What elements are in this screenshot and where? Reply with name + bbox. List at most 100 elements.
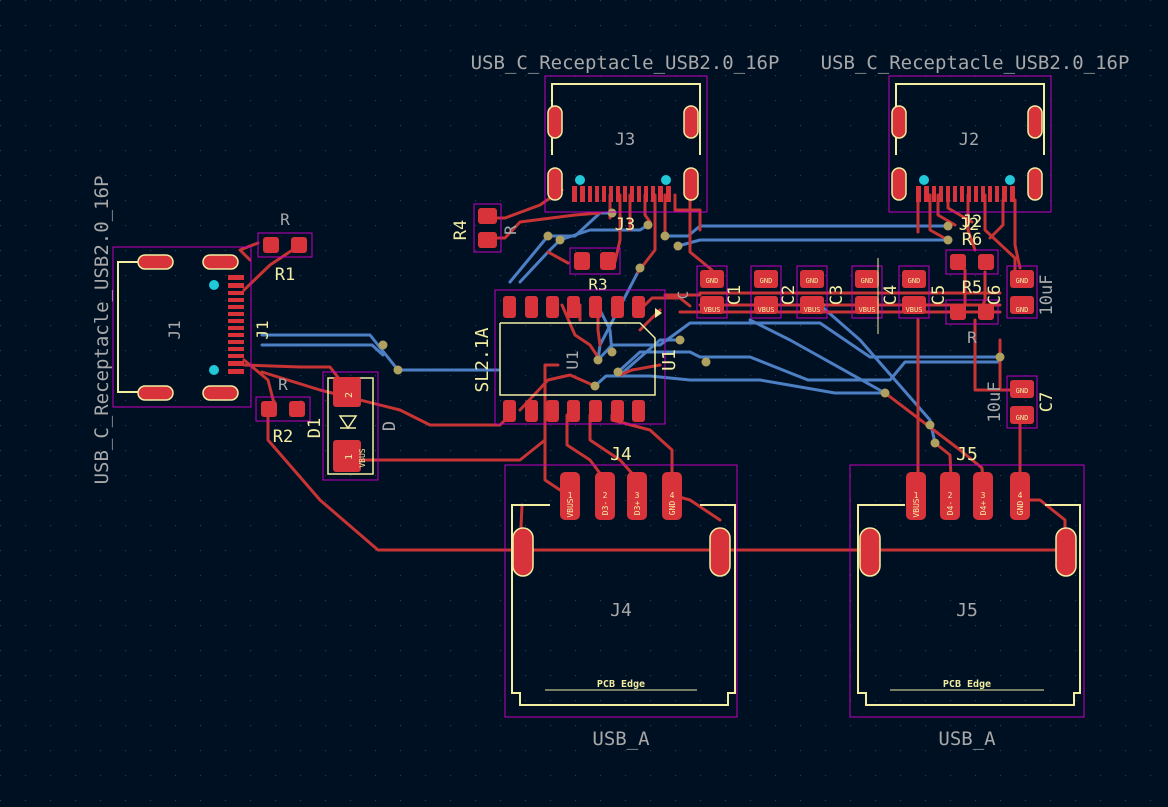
trace-front[interactable] [560, 303, 602, 362]
trace-front[interactable] [238, 241, 260, 262]
footprint-c4[interactable]: GND VBUS C4 [851, 258, 901, 334]
trace-front[interactable] [613, 193, 622, 264]
trace-back[interactable] [616, 350, 1002, 382]
contact-pads[interactable] [572, 186, 671, 202]
footprint-u1[interactable]: SL2.1A U1 U1 [472, 289, 680, 425]
via[interactable] [635, 263, 645, 273]
via[interactable] [543, 231, 553, 241]
courtyard [796, 265, 828, 319]
via[interactable] [995, 352, 1005, 362]
via[interactable] [378, 340, 388, 350]
footprint-j1[interactable]: J1 J1 USB_C_Receptacle_USB2.0_16P [91, 176, 272, 485]
shield-pad [547, 105, 563, 139]
trace-back[interactable] [748, 318, 887, 395]
trace-front[interactable] [546, 250, 570, 265]
footprint-r6[interactable]: R6 [945, 230, 999, 275]
pad [228, 319, 244, 323]
pad-vbus [906, 472, 926, 520]
footprint-r3[interactable]: R3 [569, 247, 621, 294]
trace-front[interactable] [636, 193, 657, 274]
courtyard [1006, 375, 1038, 429]
via[interactable] [593, 355, 603, 365]
footprint-c3[interactable]: GND VBUS C3 [796, 265, 847, 319]
footprint-r5[interactable]: R5 R [945, 278, 999, 347]
via[interactable] [660, 231, 670, 241]
via[interactable] [607, 208, 617, 218]
trace-front[interactable] [618, 363, 662, 377]
footprint-d1[interactable]: 2 1 VBUS D1 D [305, 371, 400, 481]
via[interactable] [643, 220, 653, 230]
trace-front[interactable] [242, 363, 342, 382]
footprint-j4[interactable]: PCB Edge 1 2 3 4 VBUS D3- D3+ GND J4 J4 … [504, 444, 738, 750]
footprint-j2[interactable]: J2 J2 USB_C_Receptacle_USB2.0_16P [821, 52, 1130, 235]
footprint-j3[interactable]: J3 J3 USB_C_Receptacle_USB2.0_16P [471, 52, 780, 235]
via[interactable] [701, 357, 711, 367]
shield-pad[interactable] [202, 385, 239, 401]
front-copper-traces[interactable] [238, 188, 1067, 552]
value-c1: C [676, 291, 692, 299]
footprint-c6[interactable]: GND GND C6 10uF [985, 265, 1057, 319]
pad [228, 283, 244, 288]
footprint-c7[interactable]: GND GND 10uF C7 [985, 375, 1057, 429]
trace-back[interactable] [598, 308, 614, 354]
shield-pad [891, 105, 907, 139]
via[interactable] [555, 235, 565, 245]
pad [228, 333, 244, 337]
pad [978, 304, 994, 320]
via[interactable] [943, 221, 953, 231]
via[interactable] [673, 241, 683, 251]
via[interactable] [925, 420, 935, 430]
contact-pads[interactable] [916, 186, 1015, 202]
trace-back[interactable] [593, 374, 887, 395]
shield-pad[interactable] [137, 254, 174, 270]
shield-pad[interactable] [202, 254, 239, 270]
trace-back[interactable] [663, 224, 950, 238]
trace-back[interactable] [558, 223, 650, 242]
via[interactable] [930, 438, 940, 448]
trace-front[interactable] [988, 198, 1005, 240]
silk-reference-c4: C4 [881, 285, 901, 305]
shield-pad[interactable] [137, 385, 174, 401]
pad [228, 347, 244, 351]
silk-reference-r4: R4 [451, 220, 471, 240]
value-j3: USB_C_Receptacle_USB2.0_16P [471, 52, 780, 74]
trace-front[interactable] [936, 193, 957, 227]
footprint-r2[interactable]: R R2 [255, 375, 311, 447]
via[interactable] [675, 335, 685, 345]
footprint-r4[interactable]: R4 R [451, 203, 520, 253]
ic-pads[interactable] [503, 296, 645, 422]
pad-d-minus [595, 472, 615, 520]
trace-front[interactable] [1013, 198, 1022, 270]
footprint-c5[interactable]: GND VBUS C5 [898, 265, 949, 319]
via[interactable] [590, 381, 600, 391]
footprint-c2[interactable]: GND VBUS C2 [750, 265, 799, 319]
silk-reference-j3: J3 [615, 215, 635, 235]
pad [700, 270, 724, 288]
back-copper-traces[interactable] [260, 211, 1002, 445]
trace-front[interactable] [928, 193, 950, 242]
trace-back[interactable] [260, 333, 500, 372]
contact-pads[interactable] [228, 275, 244, 374]
trace-front[interactable] [242, 243, 302, 292]
pad-net-label: VBUS [358, 448, 367, 467]
trace-front[interactable] [673, 193, 702, 232]
via[interactable] [880, 388, 890, 398]
trace-front[interactable] [638, 296, 692, 312]
via[interactable] [607, 347, 617, 357]
footprint-c1[interactable]: GND VBUS C1 C [676, 265, 745, 319]
trace-back[interactable] [260, 343, 385, 357]
trace-front[interactable] [266, 410, 522, 552]
footprint-r1[interactable]: R R1 [257, 210, 313, 285]
trace-back[interactable] [618, 338, 682, 377]
trace-front[interactable] [966, 193, 977, 252]
via[interactable] [613, 367, 623, 377]
shield-pad [683, 167, 699, 201]
trace-front[interactable] [973, 318, 1022, 392]
vias[interactable] [378, 208, 1005, 448]
courtyard [1006, 265, 1038, 319]
trace-back[interactable] [818, 303, 937, 445]
footprint-j5[interactable]: PCB Edge 1 2 3 4 VBUS D4- D4+ GND J5 J5 … [849, 444, 1085, 750]
via[interactable] [943, 235, 953, 245]
via[interactable] [393, 365, 403, 375]
